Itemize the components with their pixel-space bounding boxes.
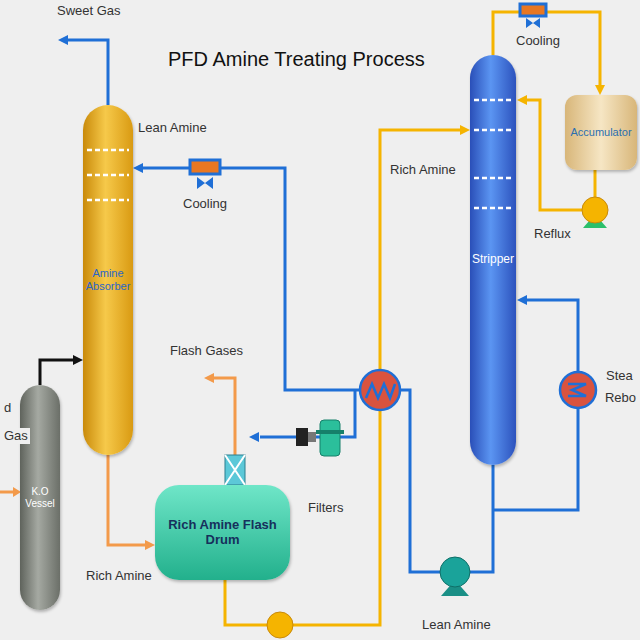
filters-symbol <box>296 420 344 456</box>
node-label: K.O Vessel <box>20 486 60 509</box>
node-label: Rich Amine Flash Drum <box>155 518 290 548</box>
stream-label: Rich Amine <box>388 162 458 178</box>
stream-label: Stea <box>604 368 635 384</box>
steam-reboiler <box>560 372 596 408</box>
reflux-pump <box>582 197 608 228</box>
stream-label: Lean Amine <box>136 120 209 136</box>
arrow-head <box>595 85 605 95</box>
arrow-head <box>73 355 83 365</box>
accumulator-drum: Accumulator <box>565 95 637 170</box>
lean-amine-pump <box>440 557 470 596</box>
absorber-column: Amine Absorber <box>83 105 133 455</box>
stream-label: Flash Gases <box>168 343 245 359</box>
stream-label: Rebo <box>603 390 638 406</box>
flash-valve <box>225 455 245 485</box>
stream-label: Reflux <box>532 226 573 242</box>
stream-label: Sweet Gas <box>55 3 123 19</box>
process-line <box>40 360 75 385</box>
diagram-title: PFD Amine Treating Process <box>168 48 425 71</box>
stream-label: Rich Amine <box>84 568 154 584</box>
arrow-head <box>460 125 470 135</box>
stream-label: Gas <box>2 428 30 444</box>
process-line <box>108 455 147 545</box>
stream-label: Cooling <box>181 196 229 212</box>
arrow-head <box>145 540 155 550</box>
rich-amine-pump <box>267 612 293 638</box>
stripper-column: Stripper <box>470 55 516 465</box>
lean-cooler <box>190 160 220 189</box>
stream-label: Cooling <box>514 33 562 49</box>
node-label: Stripper <box>470 253 516 267</box>
stream-label: Filters <box>306 500 345 516</box>
stream-label: d <box>2 400 13 416</box>
ko-vessel: K.O Vessel <box>20 385 60 610</box>
node-label: Accumulator <box>568 126 633 139</box>
flash-drum: Rich Amine Flash Drum <box>155 485 290 580</box>
node-label: Amine Absorber <box>83 267 133 292</box>
top-cooler <box>520 4 546 28</box>
pipes <box>0 35 595 510</box>
stream-label: Lean Amine <box>420 617 493 633</box>
heat-exchanger <box>360 370 400 410</box>
arrow-head <box>133 163 143 173</box>
